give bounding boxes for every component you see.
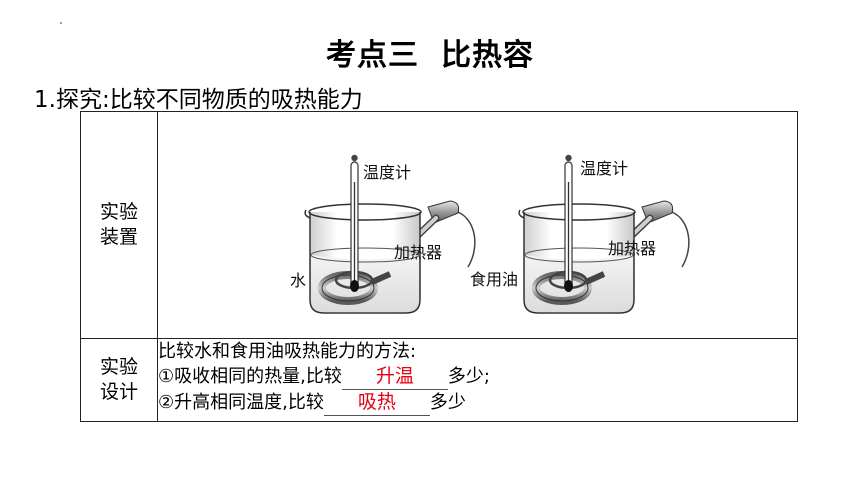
title-part2: 比热容 (441, 38, 534, 73)
design-line-2-suffix: 多少 (429, 392, 466, 413)
row-header-line: 实验 (99, 356, 138, 378)
liquid-label: 水 (290, 271, 306, 290)
heater-label: 加热器 (608, 239, 656, 258)
thermometer-bulb (564, 280, 573, 292)
answer-blank-2: 吸热 (323, 391, 430, 416)
design-line-1: ①吸收相同的热量,比较 升温 多少; (158, 364, 797, 390)
row-header-design: 实验 设计 (80, 338, 158, 422)
apparatus-cell: 温度计 加热器 水 (157, 111, 798, 339)
right-apparatus: 温度计 加热器 食用油 (470, 154, 690, 314)
design-cell: 比较水和食用油吸热能力的方法: ①吸收相同的热量,比较 升温 多少; ②升高相同温度… (157, 338, 798, 422)
experiment-table: 实验 装置 (80, 111, 798, 422)
left-apparatus: 温度计 加热器 水 (290, 154, 476, 314)
section-subtitle: 1.探究:比较不同物质的吸热能力 (34, 87, 363, 113)
row-header-line: 实验 (99, 201, 138, 223)
design-line-2: ②升高相同温度,比较 吸热 多少 (158, 390, 797, 416)
liquid-label: 食用油 (470, 270, 518, 289)
heater-label: 加热器 (394, 243, 442, 262)
thermometer-label: 温度计 (580, 159, 628, 178)
table-row-apparatus: 实验 装置 (80, 111, 798, 339)
answer-blank-1: 升温 (341, 365, 448, 390)
answer-2: 吸热 (357, 391, 396, 413)
page-title: 考点三比热容 (0, 30, 860, 74)
stray-dot (60, 22, 62, 24)
table-row-design: 实验 设计 比较水和食用油吸热能力的方法: ①吸收相同的热量,比较 升温 多少; ②… (80, 338, 798, 422)
thermometer-bulb (350, 280, 359, 292)
apparatus-illustration: 温度计 加热器 水 (290, 154, 690, 314)
heater-cord (457, 211, 476, 268)
design-intro: 比较水和食用油吸热能力的方法: (158, 341, 417, 362)
row-header-line: 设计 (99, 381, 138, 403)
row-header-apparatus: 实验 装置 (80, 111, 158, 339)
row-header-line: 装置 (99, 226, 138, 248)
heater-cord (671, 211, 690, 268)
design-line-1-prefix: ①吸收相同的热量,比较 (158, 366, 342, 387)
thermometer-label: 温度计 (363, 163, 411, 182)
design-line-1-suffix: 多少; (447, 366, 490, 387)
answer-1: 升温 (375, 365, 414, 387)
design-line-2-prefix: ②升高相同温度,比较 (158, 392, 324, 413)
title-part1: 考点三 (326, 38, 419, 73)
